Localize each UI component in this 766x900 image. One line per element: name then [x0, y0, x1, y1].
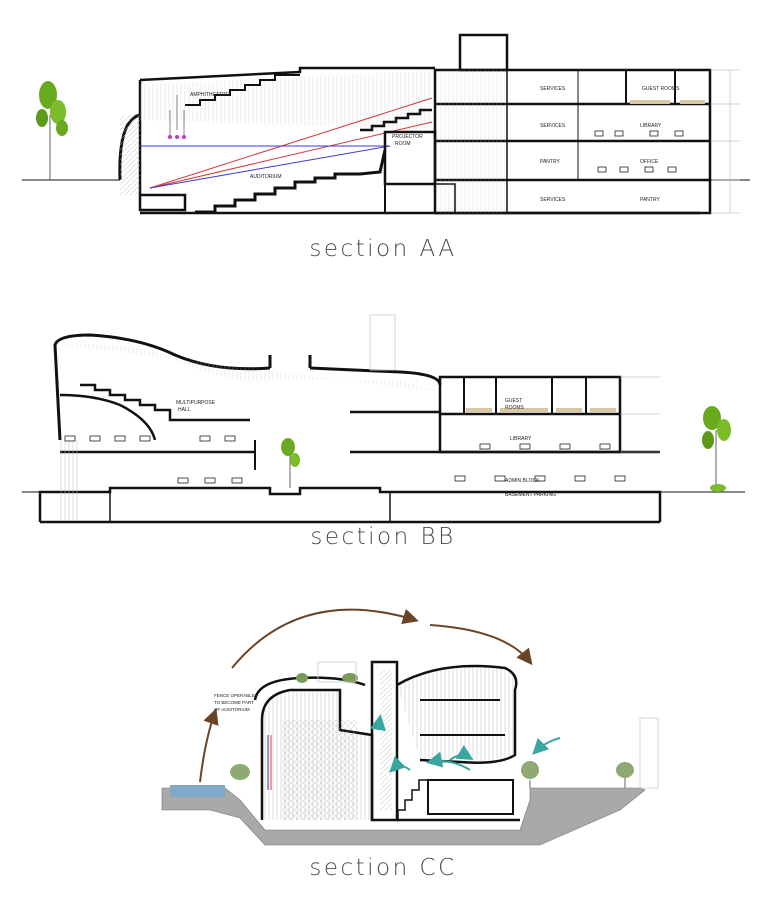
- label-multipurpose: MULTIPURPOSE: [176, 400, 216, 406]
- section-aa-labels: AMPHITHEATRE PROJECTOR ROOM AUDITORIUM S…: [190, 86, 680, 203]
- airflow-arrow-left: [199, 708, 219, 783]
- caption-section-aa: section AA: [309, 236, 457, 262]
- tree-bb-right: [702, 406, 731, 492]
- water-body: [170, 785, 225, 797]
- label-services-top: SERVICES: [540, 86, 566, 92]
- label-auditorium: AUDITORIUM: [250, 174, 282, 180]
- tree-bb-inner: [281, 438, 300, 488]
- note-line-3: OF AUDITORIUM: [214, 707, 250, 712]
- label-services-mid: SERVICES: [540, 123, 566, 129]
- note-line-2: TO BECOME PART: [214, 700, 254, 705]
- label-guest-rooms: GUEST ROOMS: [642, 86, 680, 92]
- airflow-arrow-main: [231, 608, 419, 669]
- tree-aa: [36, 81, 68, 180]
- terrain: [161, 787, 646, 846]
- section-bb-drawing: [22, 314, 745, 524]
- label-services-bottom: SERVICES: [540, 197, 566, 203]
- label-library-aa: LIBRARY: [640, 123, 662, 129]
- label-pantry-right: PANTRY: [640, 197, 660, 203]
- chandelier: [168, 95, 186, 139]
- caption-section-cc: section CC: [309, 855, 457, 881]
- label-library-bb: LIBRARY: [510, 436, 532, 442]
- label-hall: HALL: [178, 407, 191, 413]
- label-rooms: ROOMS: [505, 405, 525, 411]
- label-projector: PROJECTOR: [392, 134, 423, 140]
- trees-cc: [230, 673, 634, 788]
- section-bb-labels: MULTIPURPOSE HALL GUEST ROOMS LIBRARY AD…: [176, 398, 556, 498]
- label-basement-parking: BASEMENT PARKING: [505, 492, 556, 498]
- label-guest: GUEST: [505, 398, 522, 404]
- caption-section-bb: section BB: [310, 524, 456, 550]
- section-cc-labels: FENCE OPERABLE TO BECOME PART OF AUDITOR…: [214, 693, 255, 712]
- label-room: ROOM: [395, 141, 411, 147]
- label-office: OFFICE: [640, 159, 659, 165]
- section-cc-drawing: [161, 608, 659, 846]
- wind-arrows: [370, 714, 561, 773]
- label-pantry-left: PANTRY: [540, 159, 560, 165]
- label-amphitheatre: AMPHITHEATRE: [190, 92, 229, 98]
- section-aa-drawing: [22, 33, 750, 215]
- airflow-arrow-right: [429, 624, 533, 666]
- note-line-1: FENCE OPERABLE: [214, 693, 255, 698]
- label-admin-block: ADMIN BLOCK: [505, 478, 540, 484]
